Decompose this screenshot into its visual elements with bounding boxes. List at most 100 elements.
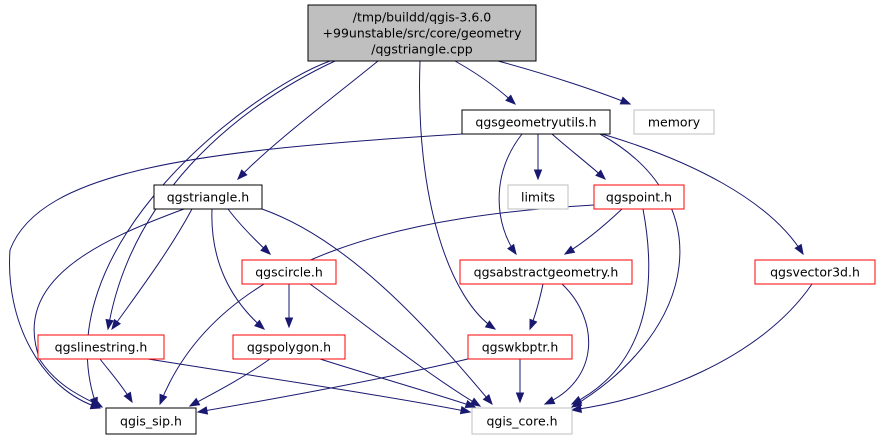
edge-root-to-wkbptr	[419, 60, 497, 330]
edge-point-to-abstractgeometry	[563, 208, 623, 255]
edge-root-to-linestring	[105, 60, 336, 331]
edge-circle-to-polygon-arrowhead	[284, 317, 294, 329]
edge-polygon-to-sip-arrowhead	[188, 397, 201, 407]
dependency-edges	[9, 60, 813, 415]
node-geometryutils[interactable]: qgsgeometryutils.h	[461, 109, 611, 135]
node-circle[interactable]: qgscircle.h	[241, 259, 337, 285]
node-limits-box	[507, 184, 569, 210]
node-point-label: qgspoint.h	[606, 190, 672, 205]
edge-geometryutils-to-point-line	[551, 133, 606, 180]
node-limits[interactable]: limits	[507, 184, 569, 210]
edge-circle-to-core-arrowhead	[469, 397, 482, 407]
node-sip[interactable]: qgis_sip.h	[105, 407, 197, 435]
node-circle-box	[241, 259, 337, 285]
edge-triangle-to-linestring	[111, 208, 193, 331]
node-memory-label: memory	[648, 115, 701, 130]
node-root-label-0: /tmp/buildd/qgis-3.6.0	[353, 10, 492, 25]
edge-root-to-linestring-arrowhead	[105, 318, 114, 331]
edge-geometryutils-to-abstractgeometry	[498, 133, 523, 256]
node-geometryutils-label: qgsgeometryutils.h	[475, 115, 596, 130]
node-point-box	[593, 184, 685, 210]
node-core-box	[471, 407, 573, 435]
edge-geometryutils-to-vector3d	[601, 133, 804, 256]
edge-wkbptr-to-sip-line	[197, 357, 473, 413]
node-memory-box	[633, 109, 715, 135]
edge-point-to-core	[570, 208, 650, 405]
node-vector3d[interactable]: qgsvector3d.h	[754, 259, 876, 285]
node-abstractgeometry[interactable]: qgsabstractgeometry.h	[459, 259, 633, 285]
edge-point-to-sip	[159, 204, 595, 406]
node-polygon[interactable]: qgspolygon.h	[232, 334, 346, 360]
edge-wkbptr-to-sip-arrowhead	[196, 406, 209, 415]
node-wkbptr-box	[467, 334, 573, 360]
edge-point-to-sip-line	[159, 204, 595, 405]
edge-polygon-to-sip	[188, 358, 271, 407]
edge-root-to-geometryutils	[454, 60, 517, 105]
edge-triangle-to-polygon-line	[211, 208, 265, 330]
node-abstractgeometry-box	[459, 259, 633, 285]
edge-point-to-core-line	[571, 208, 650, 405]
node-triangle[interactable]: qgstriangle.h	[153, 184, 263, 210]
edge-triangle-to-polygon	[211, 208, 266, 330]
node-vector3d-label: qgsvector3d.h	[770, 265, 860, 280]
edge-geometryutils-to-vector3d-arrowhead	[794, 243, 804, 256]
edge-wkbptr-to-core	[515, 359, 525, 404]
node-core[interactable]: qgis_core.h	[471, 407, 573, 435]
node-polygon-box	[232, 334, 346, 360]
edge-polygon-to-core-line	[319, 358, 476, 408]
edge-circle-to-core-line	[309, 283, 481, 407]
node-linestring[interactable]: qgslinestring.h	[37, 334, 165, 360]
node-circle-label: qgscircle.h	[255, 265, 323, 280]
edge-vector3d-to-core	[570, 283, 813, 413]
edge-point-to-sip-arrowhead	[159, 393, 168, 406]
node-sip-box	[105, 407, 197, 435]
edge-geometryutils-to-limits	[533, 134, 543, 181]
node-abstractgeometry-label: qgsabstractgeometry.h	[474, 265, 619, 280]
edge-abstractgeometry-to-core-line	[544, 283, 590, 405]
edge-geometryutils-to-sip	[9, 133, 463, 410]
edge-point-to-core-arrowhead	[570, 395, 583, 405]
edge-geometryutils-to-sip-line	[9, 133, 463, 409]
edge-root-to-geometryutils-line	[454, 60, 516, 105]
node-memory[interactable]: memory	[633, 109, 715, 135]
edge-polygon-to-core	[319, 358, 477, 409]
edge-geometryutils-to-abstractgeometry-line	[498, 133, 523, 255]
edge-root-to-linestring-line	[107, 60, 336, 330]
edge-polygon-to-sip-line	[189, 358, 271, 407]
edge-triangle-to-sip-arrowhead	[91, 398, 104, 408]
node-root-label-2: /qgstriangle.cpp	[371, 42, 473, 57]
edge-root-to-triangle-line	[237, 60, 379, 180]
edge-root-to-memory-arrowhead	[619, 96, 632, 105]
node-triangle-label: qgstriangle.h	[167, 190, 249, 205]
edge-geometryutils-to-limits-arrowhead	[533, 169, 543, 181]
edge-triangle-to-sip	[33, 208, 185, 408]
edge-geometryutils-to-point	[551, 133, 607, 180]
edge-triangle-to-core	[261, 208, 493, 406]
node-root-box	[307, 4, 537, 62]
node-wkbptr[interactable]: qgswkbptr.h	[467, 334, 573, 360]
edge-root-to-triangle	[237, 60, 379, 181]
node-point[interactable]: qgspoint.h	[593, 184, 685, 210]
edge-abstractgeometry-to-core-arrowhead	[543, 396, 556, 405]
edge-linestring-to-sip-arrowhead	[123, 391, 133, 404]
node-wkbptr-label: qgswkbptr.h	[482, 340, 559, 355]
edge-geometryutils-to-vector3d-line	[601, 133, 804, 255]
edge-vector3d-to-core-arrowhead	[570, 404, 582, 413]
edge-wkbptr-to-core-arrowhead	[515, 392, 525, 404]
edge-linestring-to-core-arrowhead	[459, 405, 472, 415]
edge-triangle-to-linestring-line	[111, 208, 193, 330]
edge-abstractgeometry-to-wkbptr-arrowhead	[529, 318, 538, 331]
edge-point-to-abstractgeometry-line	[564, 208, 623, 255]
node-root[interactable]: /tmp/buildd/qgis-3.6.0+99unstable/src/co…	[307, 4, 537, 62]
node-triangle-box	[153, 184, 263, 210]
edge-triangle-to-core-line	[261, 208, 493, 405]
edge-triangle-to-circle-arrowhead	[260, 244, 272, 255]
edge-wkbptr-to-sip	[196, 357, 473, 415]
edge-abstractgeometry-to-wkbptr	[529, 283, 544, 331]
edge-circle-to-core	[309, 283, 482, 407]
node-limits-label: limits	[521, 190, 555, 205]
node-core-label: qgis_core.h	[486, 414, 557, 429]
node-linestring-box	[37, 334, 165, 360]
node-linestring-label: qgslinestring.h	[55, 340, 148, 355]
